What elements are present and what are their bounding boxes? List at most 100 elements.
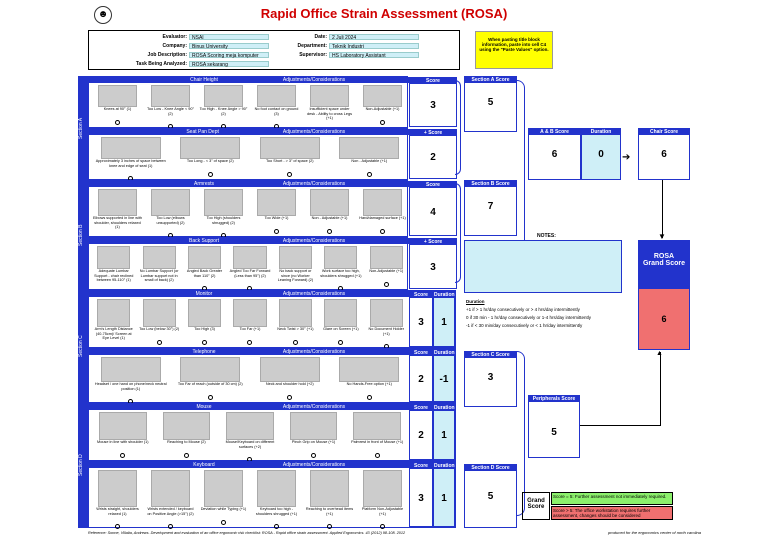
option-radio[interactable] [327,228,332,234]
option-1[interactable]: Too Low (elbows unsupported) (2) [146,189,195,243]
option-3[interactable]: Angled Too Far Forward (Less than 95°) (… [229,246,270,296]
option-2[interactable]: Mouse/Keyboard on different surfaces (+2… [220,412,280,467]
row-title: Armrests [89,181,319,187]
option-6[interactable]: No Document Holder (+1) [366,299,407,354]
option-4[interactable]: Reaching to overhead items (+1) [305,470,354,534]
option-3[interactable]: Keyboard too high - shoulders shrugged (… [252,470,301,534]
option-3[interactable]: No Hands-Free option (+1) [332,357,408,405]
option-1[interactable]: No Lumbar Support (or Lumbar support not… [138,246,179,301]
option-caption: Pinch Grip on Mouse (+1) [291,440,336,444]
option-radio[interactable] [156,339,162,345]
option-radio[interactable] [274,524,279,529]
option-1[interactable]: Too Long - < 3" of space (2) [173,137,249,182]
row-duration[interactable]: Duration-1 [433,349,455,402]
option-2[interactable]: Too Short - > 3" of space (2) [252,137,328,182]
option-0[interactable]: Headset / one hand on phone/neck neutral… [93,357,169,409]
task-field[interactable]: ROSA sekarang [189,60,269,68]
option-0[interactable]: Wrists straight, shoulders relaxed (1) [93,470,142,534]
option-5[interactable]: Work surface too high, shoulders shrugge… [320,246,361,296]
option-3[interactable]: Too Far (+1) [229,299,270,350]
date-field[interactable]: 2 Juli 2024 [329,33,419,41]
option-radio[interactable] [168,524,173,529]
option-0[interactable]: Mouse in line with shoulder (1) [93,412,153,463]
posture-image [362,470,403,507]
option-3[interactable]: No foot contact on ground (3) [252,85,301,134]
option-2[interactable]: Angled Back Greater than 110° (2) [184,246,225,296]
option-3[interactable]: Non - Adjustable (+1) [332,137,408,182]
option-1[interactable]: Wrists extended / keyboard on Positive A… [146,470,195,534]
option-radio[interactable] [221,519,226,525]
option-radio[interactable] [207,394,213,400]
option-3[interactable]: Pinch Grip on Mouse (+1) [284,412,344,463]
option-1[interactable]: Too Far of reach (outside of 30 cm) (2) [173,357,249,405]
option-0[interactable]: Elbows supported in line with shoulder, … [93,189,142,248]
option-radio[interactable] [292,339,298,345]
option-radio[interactable] [311,452,317,458]
option-radio[interactable] [287,394,293,400]
option-radio[interactable] [207,171,213,177]
option-4[interactable]: Non - Adjustable (+1) [305,189,354,239]
footer-credit: produced for the ergonomics center of no… [608,530,701,535]
option-5[interactable]: Glare on Screen (+1) [320,299,361,350]
option-radio[interactable] [366,394,372,400]
option-caption: Too Low - Knee Angle < 90° (2) [146,107,194,116]
option-2[interactable]: Neck and shoulder hold (+2) [252,357,328,405]
option-0[interactable]: Approximately 3 inches of space between … [93,137,169,186]
option-caption: Mouse in line with shoulder (1) [97,440,149,444]
evaluator-field[interactable]: NSAI [189,33,269,41]
option-4[interactable]: Palmrest in front of Mouse (+1) [347,412,407,463]
option-1[interactable]: Too Low (below 30°) (2) [138,299,179,350]
option-radio[interactable] [274,228,279,234]
option-1[interactable]: Too Low - Knee Angle < 90° (2) [146,85,195,134]
notes-field[interactable] [464,240,622,293]
option-5[interactable]: Hard/damaged surface (+1) [358,189,407,239]
job-field[interactable]: ROSA Scoring meja komputer [189,51,269,59]
company-field[interactable]: Binus University [189,42,269,50]
option-0[interactable]: Arm's Length Distance (40-75cm)/ Screen … [93,299,134,359]
option-0[interactable]: Knees at 90° (1) [93,85,142,130]
option-2[interactable]: Too High - Knee Angle > 90° (2) [199,85,248,134]
option-radio[interactable] [380,228,385,234]
option-5[interactable]: Platform Non-Adjustable (+1) [358,470,407,534]
option-radio[interactable] [380,119,385,125]
option-radio[interactable] [115,524,120,529]
option-caption: Approximately 3 inches of space between … [95,159,166,168]
option-6[interactable]: Non-Adjustable (+1) [366,246,407,292]
option-caption: Glare on Screen (+1) [323,327,359,331]
option-radio[interactable] [380,524,385,529]
option-radio[interactable] [366,171,372,177]
posture-image [339,357,400,382]
option-caption: Reaching to Mouse (2) [167,440,206,444]
option-caption: Hard/damaged surface (+1) [359,216,406,220]
option-radio[interactable] [374,452,380,458]
row-adjustments-title: Adjustments/Considerations [219,349,409,355]
option-3[interactable]: Too Wide (+1) [252,189,301,239]
option-caption: Non-Adjustable (+1) [365,107,400,111]
option-1[interactable]: Reaching to Mouse (2) [157,412,217,463]
option-radio[interactable] [383,281,389,287]
option-caption: No Hands-Free option (+1) [346,382,392,386]
option-radio[interactable] [247,339,253,345]
option-radio[interactable] [120,452,126,458]
option-radio[interactable] [202,339,208,345]
option-caption: Palmrest in front of Mouse (+1) [351,440,404,444]
option-2[interactable]: Deviation while Typing (+1) [199,470,248,530]
option-5[interactable]: Non-Adjustable (+1) [358,85,407,130]
department-field[interactable]: Teknik Industri [329,42,419,50]
option-caption: Non - Adjustable (+1) [351,159,388,163]
arrow-down-icon: ▼ [658,232,666,241]
supervisor-field[interactable]: HS Laboratory Assistant [329,51,419,59]
option-2[interactable]: Too High (3) [184,299,225,350]
option-radio[interactable] [115,119,120,125]
option-2[interactable]: Too High (shoulders shrugged) (2) [199,189,248,243]
option-caption: No back support or since (no Worker Lean… [277,269,314,282]
option-radio[interactable] [287,171,293,177]
option-radio[interactable] [183,452,189,458]
option-radio[interactable] [327,524,332,529]
option-4[interactable]: Neck Twist > 30° (+1) [275,299,316,350]
option-radio[interactable] [338,339,344,345]
